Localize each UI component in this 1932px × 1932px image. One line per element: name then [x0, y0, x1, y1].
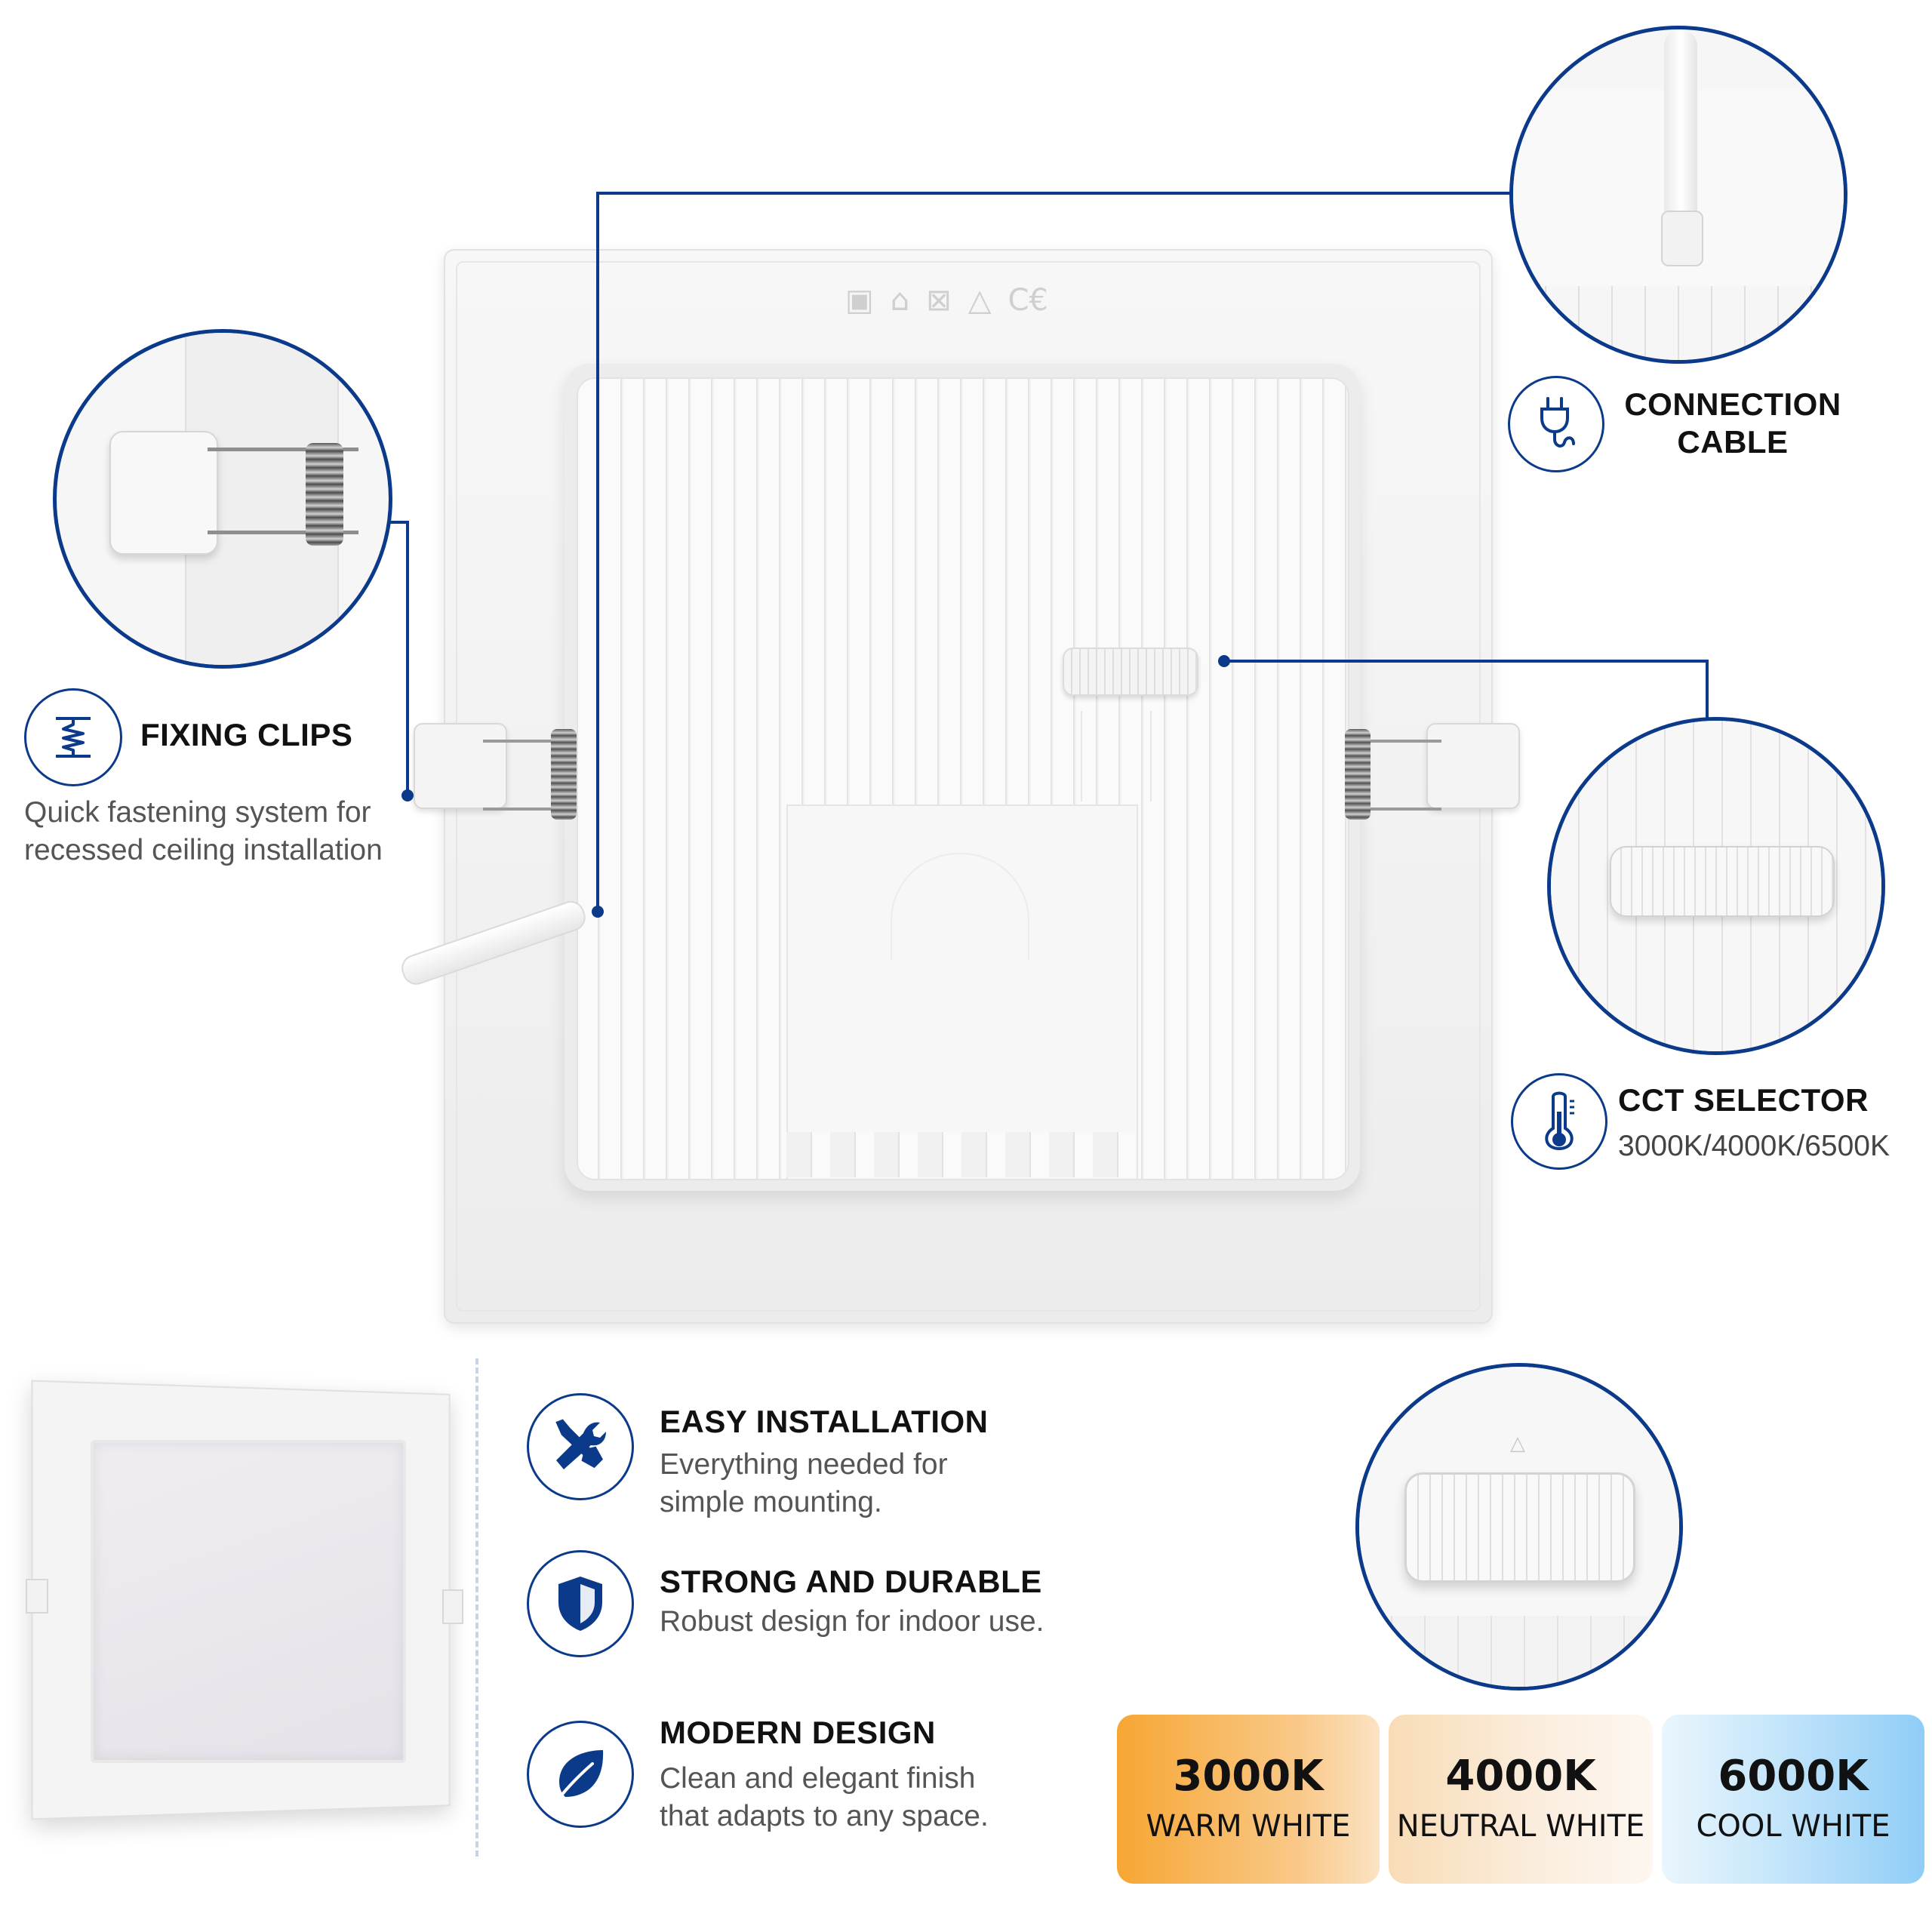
weee-bin-icon: ⊠: [926, 283, 952, 318]
callout-dot-clips: [401, 789, 414, 801]
cct-warm-name: WARM WHITE: [1146, 1809, 1351, 1844]
connection-cable-title-1: CONNECTION: [1624, 386, 1841, 422]
dashed-divider: [475, 1358, 478, 1857]
easy-installation-desc-2: simple mounting.: [660, 1486, 882, 1518]
clip-spring: [1345, 729, 1371, 820]
leaf-icon: [556, 1750, 604, 1801]
tools-icon: [555, 1419, 606, 1469]
modern-design-desc-1: Clean and elegant finish: [660, 1762, 976, 1795]
easy-installation-title: EASY INSTALLATION: [660, 1404, 989, 1439]
selector-rails: [1081, 711, 1152, 801]
cct-warm-value: 3000K: [1173, 1752, 1324, 1801]
strong-durable-icon-ring: [527, 1550, 634, 1657]
zoom-cct-selector: [1547, 717, 1885, 1055]
callout-line-cable: [596, 192, 599, 912]
fixing-clips-desc-1: Quick fastening system for: [24, 796, 371, 829]
cct-warm-white: 3000K WARM WHITE: [1117, 1715, 1380, 1884]
front-clip-left: [26, 1579, 48, 1614]
thermometer-icon: [1545, 1091, 1574, 1150]
certification-marks: ▣ ⌂ ⊠ △ C€: [845, 283, 1094, 321]
callout-line-clips: [386, 521, 409, 524]
cct-cool-value: 6000K: [1718, 1752, 1869, 1801]
cct-selector-desc: 3000K/4000K/6500K: [1618, 1130, 1890, 1162]
spring-clip-icon: [56, 717, 91, 758]
front-diffuser: [91, 1440, 406, 1763]
cct-cool-name: COOL WHITE: [1696, 1809, 1890, 1844]
fixing-clips-desc-2: recessed ceiling installation: [24, 834, 383, 866]
zoom-fixing-clip: [53, 329, 392, 669]
cct-selector-icon-ring: [1511, 1073, 1607, 1170]
arrow-marker-icon: △: [1510, 1432, 1525, 1454]
clip-spring: [551, 729, 577, 820]
callout-line-selector: [1706, 660, 1709, 723]
callout-line-clips: [406, 521, 409, 795]
fixing-clips-icon-ring: [24, 688, 122, 786]
callout-line-selector: [1224, 660, 1709, 663]
front-clip-right: [442, 1589, 463, 1624]
zoom-cct-selector-detail: △: [1355, 1363, 1683, 1690]
callout-dot-cable: [592, 906, 604, 918]
easy-installation-desc-1: Everything needed for: [660, 1448, 948, 1481]
cct-neutral-name: NEUTRAL WHITE: [1396, 1809, 1645, 1844]
fixing-clips-title: FIXING CLIPS: [140, 717, 353, 752]
cct-selector-switch: [1063, 648, 1198, 696]
clip-wire: [483, 740, 566, 743]
housing-vents: [786, 1132, 1135, 1177]
connection-cable-title-2: CABLE: [1677, 424, 1789, 460]
right-fixing-clip: [1426, 723, 1520, 809]
strong-durable-desc-1: Robust design for indoor use.: [660, 1605, 1044, 1638]
plug-icon: [1540, 397, 1575, 448]
easy-installation-icon-ring: [527, 1393, 634, 1500]
modern-design-title: MODERN DESIGN: [660, 1715, 936, 1750]
cct-cool-white: 6000K COOL WHITE: [1662, 1715, 1924, 1884]
zoom-connection-cable: [1509, 26, 1847, 364]
double-insulation-icon: ▣: [845, 283, 874, 318]
clip-wire: [1366, 740, 1441, 743]
left-fixing-clip: [414, 723, 507, 809]
cct-neutral-white: 4000K NEUTRAL WHITE: [1389, 1715, 1653, 1884]
cct-selector-title: CCT SELECTOR: [1618, 1082, 1869, 1118]
modern-design-icon-ring: [527, 1721, 634, 1828]
shield-icon: [558, 1577, 602, 1631]
safety-triangle-icon: △: [968, 283, 992, 318]
connection-cable-icon-ring: [1508, 376, 1604, 472]
modern-design-desc-2: that adapts to any space.: [660, 1800, 989, 1832]
callout-line-cable: [596, 192, 1509, 195]
strong-durable-title: STRONG AND DURABLE: [660, 1564, 1042, 1599]
clip-wire: [483, 808, 566, 811]
cct-neutral-value: 4000K: [1445, 1752, 1596, 1801]
indoor-use-icon: ⌂: [890, 283, 910, 318]
clip-wire: [1366, 808, 1441, 811]
ce-mark-icon: C€: [1008, 283, 1048, 318]
